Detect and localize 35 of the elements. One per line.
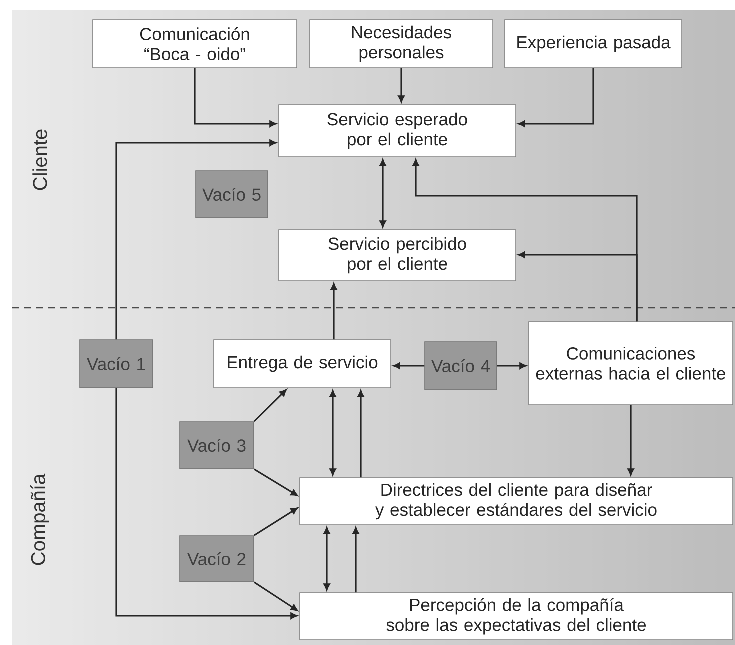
arrow <box>628 405 634 476</box>
gap-box: Vacío 1 <box>80 340 154 388</box>
arrow <box>254 508 298 536</box>
process-box: Servicio percibido por el cliente <box>278 230 516 282</box>
arrow <box>330 283 338 340</box>
process-box: Experiencia pasada <box>504 20 682 68</box>
arrow <box>254 582 298 612</box>
arrow <box>254 468 298 496</box>
section-label: Compañía <box>30 474 50 566</box>
gap-box: Vacío 3 <box>180 422 254 470</box>
process-box: Percepción de la compañía sobre las expectativas del cliente <box>300 592 734 640</box>
gap-box: Vacío 5 <box>196 170 268 218</box>
arrow <box>518 252 638 322</box>
arrow <box>398 68 405 103</box>
process-box: Directrices del cliente para diseñar y establecer estándares del servicio <box>300 478 734 526</box>
arrow <box>324 527 330 591</box>
process-box: Necesidades personales <box>310 20 494 68</box>
process-box: Servicio esperado por el cliente <box>278 104 516 158</box>
arrow <box>116 140 277 340</box>
process-box: Comunicaciones externas hacia el cliente <box>528 322 734 406</box>
process-box: Comunicación “Boca - oido” <box>92 20 298 68</box>
arrow <box>380 159 386 228</box>
arrow <box>393 362 425 370</box>
arrow <box>116 388 298 620</box>
arrow <box>352 527 360 593</box>
section-label: Cliente <box>32 130 48 190</box>
arrow <box>497 362 527 370</box>
gap-box: Vacío 2 <box>180 536 254 582</box>
gap-box: Vacío 4 <box>424 342 498 390</box>
arrow <box>358 390 364 478</box>
arrow <box>518 68 594 128</box>
arrow <box>194 68 277 128</box>
arrow <box>254 390 287 422</box>
process-box: Entrega de servicio <box>214 340 392 388</box>
arrow <box>330 390 336 476</box>
